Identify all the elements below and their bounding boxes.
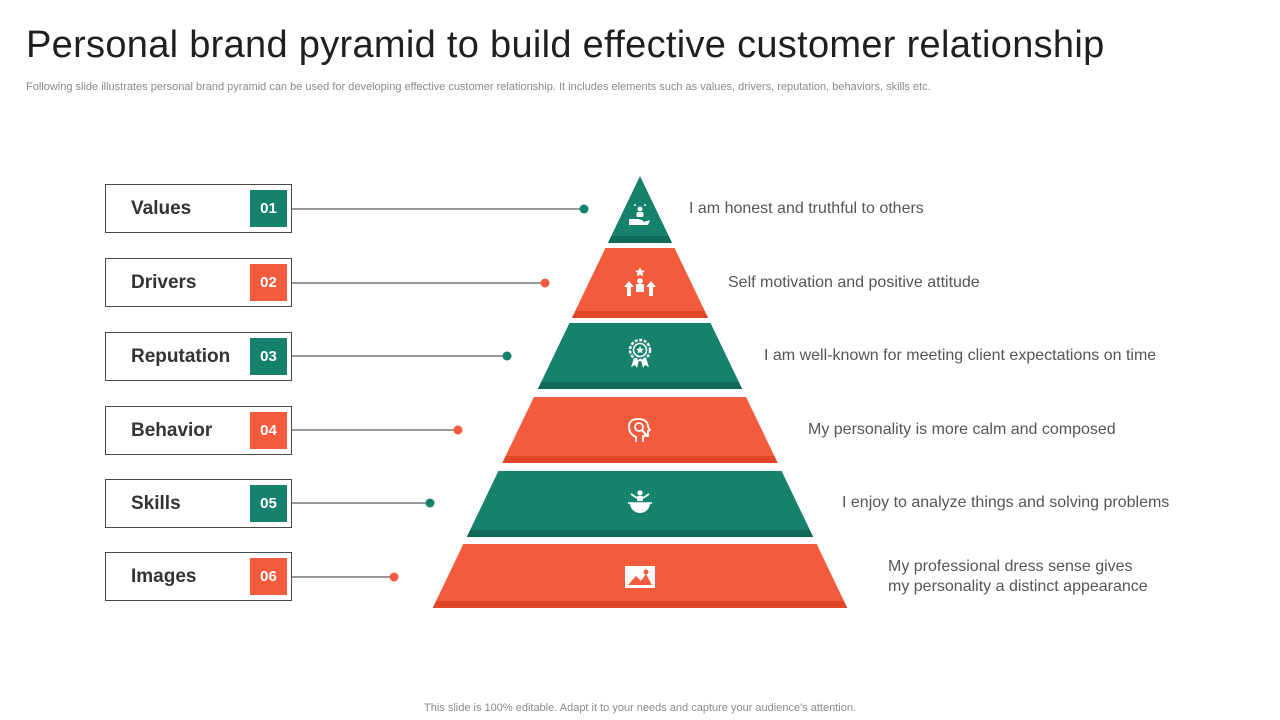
level-description-line: I am honest and truthful to others	[689, 200, 924, 217]
level-description-line: my personality a distinct appearance	[888, 578, 1148, 595]
level-label: Drivers	[131, 272, 197, 293]
person-globe-icon	[628, 490, 652, 513]
level-label-box-images: Images 06	[105, 552, 292, 601]
pyramid-tier-shade-5	[466, 530, 814, 537]
connector-dot	[540, 278, 550, 288]
level-description-line: My personality is more calm and composed	[808, 421, 1116, 438]
level-number-badge: 06	[250, 558, 287, 595]
level-description: I enjoy to analyze things and solving pr…	[842, 493, 1169, 513]
award-badge-icon	[628, 338, 652, 368]
pyramid-tier-shade-4	[502, 456, 778, 463]
level-description: I am well-known for meeting client expec…	[764, 346, 1156, 366]
connector-dot	[502, 351, 512, 361]
level-number-badge: 01	[250, 190, 287, 227]
level-label-box-skills: Skills 05	[105, 479, 292, 528]
level-label-box-behavior: Behavior 04	[105, 406, 292, 455]
image-icon	[625, 566, 655, 588]
pyramid-tier-shade-2	[571, 311, 709, 318]
level-label: Reputation	[131, 346, 231, 367]
level-label: Behavior	[131, 420, 213, 441]
level-number-badge: 05	[250, 485, 287, 522]
level-number-badge: 03	[250, 338, 287, 375]
pyramid-tier-shade-6	[432, 601, 848, 608]
level-description: Self motivation and positive attitude	[728, 273, 980, 293]
connector-dot	[389, 572, 399, 582]
footer-note: This slide is 100% editable. Adapt it to…	[424, 702, 856, 714]
level-label-box-drivers: Drivers 02	[105, 258, 292, 307]
level-description: My personality is more calm and composed	[808, 420, 1116, 440]
level-label-box-reputation: Reputation 03	[105, 332, 292, 381]
pyramid-tier-shade-3	[537, 382, 743, 389]
pyramid-tier-shade-1	[607, 236, 673, 243]
level-number-badge: 04	[250, 412, 287, 449]
pyramid-tier-3	[541, 323, 739, 382]
level-label: Skills	[131, 493, 181, 514]
head-magnifier-icon	[628, 418, 652, 442]
level-description-line: I enjoy to analyze things and solving pr…	[842, 494, 1170, 511]
hand-with-person-icon	[629, 204, 650, 225]
level-description: My professional dress sense gives my pers…	[888, 557, 1148, 597]
page-subtitle: Following slide illustrates personal bra…	[26, 81, 931, 93]
level-label: Images	[131, 566, 197, 587]
team-growth-arrows-icon	[624, 267, 656, 296]
page-title: Personal brand pyramid to build effectiv…	[26, 24, 1105, 66]
pyramid-tier-1	[611, 176, 669, 236]
level-number-badge: 02	[250, 264, 287, 301]
level-description: I am honest and truthful to others	[689, 199, 924, 219]
level-description-line: Self motivation and positive attitude	[728, 274, 980, 291]
level-label: Values	[131, 198, 192, 219]
connector-dot	[425, 498, 435, 508]
level-description-line: My professional dress sense gives	[888, 558, 1133, 575]
level-description-line: I am well-known for meeting client expec…	[764, 347, 1157, 364]
connector-dot	[579, 204, 589, 214]
pyramid-tier-4	[505, 397, 775, 456]
connector-dot	[453, 425, 463, 435]
level-label-box-values: Values 01	[105, 184, 292, 233]
